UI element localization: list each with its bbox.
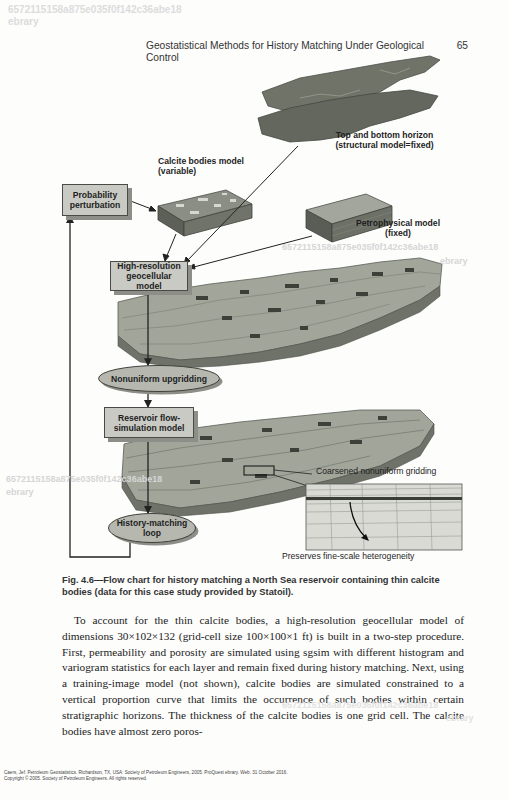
watermark: 6572115158a875e035f0f142c36abe18 <box>8 4 258 16</box>
watermark: 6572115158a875e035f0f142c36abe18 <box>282 700 509 711</box>
calcite-body <box>316 300 325 304</box>
calcite-body <box>230 199 236 202</box>
arrow-head <box>361 534 369 541</box>
calcite-body <box>290 448 299 452</box>
calcite-slab <box>158 190 252 236</box>
calcite-body <box>190 211 199 214</box>
process-box: Probability perturbation <box>62 184 128 216</box>
calcite-body <box>176 204 184 207</box>
body-paragraph: To account for the thin calcite bodies, … <box>62 613 464 739</box>
curved-arrow <box>350 502 366 538</box>
calcite-body <box>240 290 249 294</box>
watermark: 6572115158a875e035f0f142c36abe18 <box>6 474 236 485</box>
process-ellipse: History-matching loop <box>108 513 196 543</box>
watermark: ebrary <box>6 487 66 498</box>
footer-copyright: Copyright © 2005. Society of Petroleum E… <box>4 776 504 782</box>
calcite-body <box>300 326 308 330</box>
ellipse-fill <box>99 366 220 392</box>
grid-line <box>362 484 364 550</box>
horizon-crack <box>300 90 360 98</box>
grid-line <box>306 494 462 496</box>
calcite-body <box>378 416 387 420</box>
model-layer <box>124 286 425 330</box>
watermark: ebrary <box>8 16 108 28</box>
calcite-body <box>262 428 272 432</box>
watermark: 6572115158a875e035f0f142c36abe18 <box>282 242 509 253</box>
node-text-group: Probability perturbation <box>63 190 127 210</box>
figure-label: Preserves fine-scale heterogeneity <box>282 551 462 561</box>
model-layer <box>140 304 390 344</box>
slab-side <box>306 210 332 242</box>
grid-line <box>306 488 462 490</box>
node-text: Probability perturbation <box>66 190 124 210</box>
inset-panel <box>306 484 462 550</box>
arrow-head <box>188 264 195 269</box>
zoom-inset <box>244 466 462 550</box>
calcite-body <box>190 480 200 484</box>
calcite-body <box>405 268 414 272</box>
calcite-body <box>330 278 338 282</box>
arrow-head <box>163 254 169 261</box>
calcite-body <box>318 422 331 426</box>
calcite-body <box>200 436 212 440</box>
figure-label: Top and bottom horizon (structural model… <box>322 130 447 150</box>
calcite-body <box>372 272 383 276</box>
slab-front <box>184 204 252 236</box>
node-text: Reservoir flow-simulation model <box>108 413 190 433</box>
calcite-body <box>350 440 362 444</box>
horizon-surfaces <box>258 56 440 142</box>
process-box: High-resolution geocellular model <box>110 261 188 291</box>
footer-citation: Caers, Jef. Petroleum Geostatistics. Ric… <box>4 770 504 776</box>
calcite-body <box>222 316 232 320</box>
calcite-body <box>222 193 227 195</box>
process-box: Reservoir flow-simulation model <box>104 407 194 438</box>
calcite-body <box>222 458 233 462</box>
node-text-group: Reservoir flow-simulation model <box>105 413 193 433</box>
grid-line <box>306 510 462 512</box>
grid-line <box>306 536 462 538</box>
calcite-body <box>198 198 208 201</box>
node-text: History-matching loop <box>111 518 193 538</box>
watermark: ebrary <box>446 713 506 724</box>
inset-grid <box>306 484 462 550</box>
calcite-body <box>285 284 299 288</box>
leader-line <box>274 470 312 474</box>
figure-label: Calcite bodies model (variable) <box>158 156 258 176</box>
calcite-body <box>196 296 208 300</box>
running-header: Geostatistical Methods for History Match… <box>146 40 446 64</box>
figure-label: Coarsened nonuniform gridding <box>316 466 466 476</box>
page-number: 65 <box>446 40 468 52</box>
node-text: Nonuniform upgridding <box>111 374 207 384</box>
flow-connector <box>147 291 148 365</box>
grid-line <box>330 484 332 550</box>
thin-calcite-layer <box>306 497 462 500</box>
leader-line <box>274 475 308 486</box>
process-ellipse: Nonuniform upgridding <box>98 365 220 392</box>
calcite-body <box>250 334 260 338</box>
node-text: High-resolution geocellular model <box>114 261 184 291</box>
grid-line <box>306 502 462 504</box>
node-text-group: Nonuniform upgridding <box>108 374 210 384</box>
model-side <box>118 286 440 368</box>
grid-line <box>430 484 432 550</box>
figure-caption: Fig. 4.6—Flow chart for history matching… <box>62 574 466 598</box>
calcite-body <box>356 292 368 296</box>
arrow-head <box>149 206 156 211</box>
calcite-body <box>268 308 281 312</box>
ellipse-fill <box>109 514 196 543</box>
watermark: ebrary <box>440 256 500 267</box>
slab-side <box>158 206 184 236</box>
input-arrow <box>166 234 176 258</box>
zoom-box <box>244 466 274 475</box>
node-text-group: History-matching loop <box>108 518 196 538</box>
figure-label: Petrophysical model (fixed) <box>350 218 446 238</box>
grid-line <box>306 522 462 524</box>
grid-line <box>306 498 462 500</box>
node-text-group: High-resolution geocellular model <box>111 261 187 291</box>
calcite-body <box>214 204 221 207</box>
grid-line <box>396 484 398 550</box>
horizon-crack <box>380 68 410 74</box>
